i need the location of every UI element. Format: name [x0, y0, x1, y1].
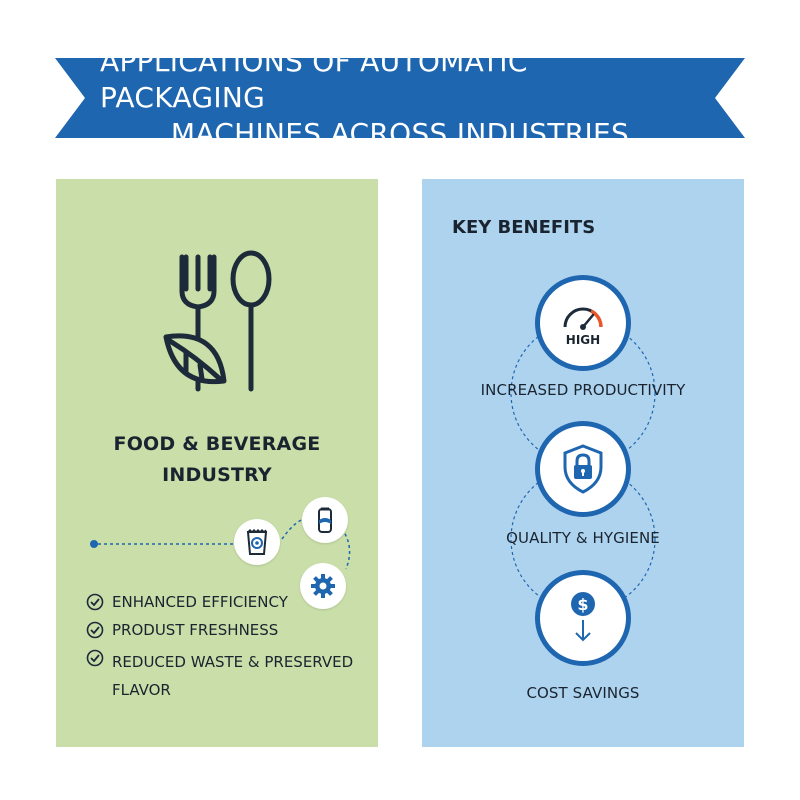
industry-title: FOOD & BEVERAGE INDUSTRY	[56, 429, 378, 491]
title-banner: APPLICATIONS OF AUTOMATIC PACKAGING MACH…	[0, 45, 800, 150]
benefit-list: ENHANCED EFFICIENCY PRODUST FRESHNESS RE…	[86, 592, 366, 712]
food-beverage-panel: FOOD & BEVERAGE INDUSTRY	[56, 179, 378, 747]
snack-bag-icon	[234, 519, 280, 565]
benefit-caption: INCREASED PRODUCTIVITY	[480, 381, 686, 399]
page-title: APPLICATIONS OF AUTOMATIC PACKAGING MACH…	[100, 45, 700, 150]
title-line-2: MACHINES ACROSS INDUSTRIES	[170, 117, 630, 150]
title-line-1: APPLICATIONS OF AUTOMATIC PACKAGING	[100, 45, 528, 114]
key-benefits-panel: KEY BENEFITS HIGH INCREASED PRODUCTIVITY…	[422, 179, 744, 747]
check-circle-icon	[86, 649, 104, 667]
connector-lines	[90, 516, 351, 570]
key-benefits-title: KEY BENEFITS	[452, 217, 596, 238]
list-item: ENHANCED EFFICIENCY	[86, 592, 366, 612]
fork-spoon-leaf-icon	[163, 250, 272, 392]
list-item: PRODUST FRESHNESS	[86, 620, 366, 640]
gear-icon	[300, 563, 346, 609]
benefit-text: ENHANCED EFFICIENCY	[112, 593, 288, 611]
shield-lock-icon	[535, 421, 631, 517]
svg-text:$: $	[577, 595, 588, 614]
check-circle-icon	[86, 621, 104, 639]
industry-title-line-2: INDUSTRY	[162, 464, 272, 486]
industry-title-line-1: FOOD & BEVERAGE	[113, 433, 321, 455]
dollar-down-arrow-icon: $	[535, 570, 631, 666]
list-item: REDUCED WASTE & PRESERVED FLAVOR	[86, 648, 366, 704]
ribbon-shape	[55, 58, 745, 138]
benefit-text: REDUCED WASTE & PRESERVED FLAVOR	[112, 653, 354, 699]
benefit-caption: COST SAVINGS	[526, 684, 640, 702]
benefit-text: PRODUST FRESHNESS	[112, 621, 279, 639]
beverage-can-icon	[302, 497, 348, 543]
check-circle-icon	[86, 593, 104, 611]
benefit-caption: QUALITY & HYGIENE	[506, 529, 660, 547]
speed-label: HIGH	[565, 333, 601, 347]
speedometer-icon: HIGH	[535, 275, 631, 371]
